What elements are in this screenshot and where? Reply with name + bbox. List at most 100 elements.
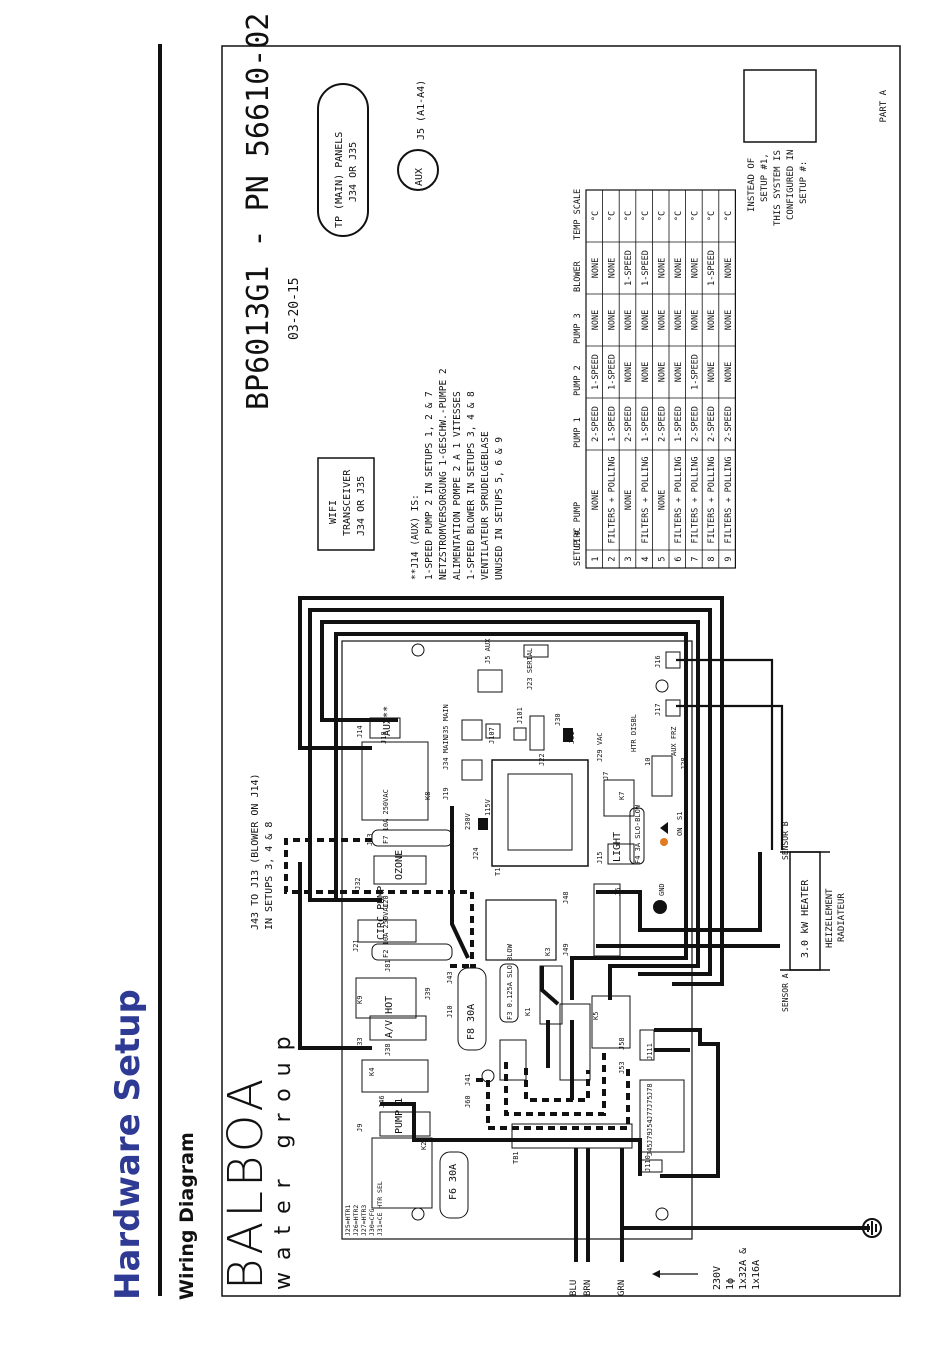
table-header: SETUP # <box>573 529 583 566</box>
control-board <box>341 640 693 1240</box>
board-label-j38: J38 <box>384 1043 392 1056</box>
table-cell: NONE <box>674 362 684 382</box>
heater-sub2: RADIATEUR <box>837 893 847 942</box>
arrow-icon <box>652 1270 660 1278</box>
board-label-j10: J10 <box>446 1005 454 1018</box>
note-line: SETUP #1, <box>760 153 770 202</box>
board-label-j49: J49 <box>562 943 570 956</box>
table-cell: °C <box>674 211 684 221</box>
board-label-j79: J79 <box>646 1131 654 1144</box>
table-cell: 8 <box>707 556 717 561</box>
table-cell: FILTERS + POLLING <box>641 457 651 544</box>
wire-label-blu: BLU <box>569 1280 579 1296</box>
wire <box>308 608 712 976</box>
wire-label-grn: GRN <box>617 1280 627 1296</box>
transformer-t1 <box>491 759 589 867</box>
board-label-j111: J111 <box>646 1043 654 1060</box>
note-line: **J14 (AUX) IS: <box>410 494 421 580</box>
power-spec: 230V 1ϕ 1x32A & 1x16A <box>712 1248 762 1290</box>
board-label-f8: F8 30A <box>466 1004 477 1040</box>
board-label-f6: F6 30A <box>448 1164 459 1200</box>
tp-panel-box <box>317 83 369 237</box>
board-label-j20: J20 <box>382 895 390 908</box>
table-cell: NONE <box>591 310 601 330</box>
table-cell: NONE <box>641 310 651 330</box>
wire-harness <box>298 596 870 1262</box>
board-label-v115: 115V <box>484 798 492 816</box>
table-cell: 1-SPEED <box>641 406 651 442</box>
wire-sensor-b <box>676 704 784 850</box>
board-label-j43: J43 <box>446 971 454 984</box>
board-label-on: ON <box>676 828 684 836</box>
table-cell: NONE <box>691 310 701 330</box>
connector-light <box>607 843 635 865</box>
board-label-j77: J77 <box>646 1107 654 1120</box>
board-label-k1: K1 <box>524 1008 532 1016</box>
connector-bank-k5 <box>559 1003 591 1081</box>
table-cell: FILTERS + POLLING <box>691 457 701 544</box>
sensor-wires <box>676 658 784 850</box>
mount-hole <box>655 1207 669 1221</box>
spec-line: 1x16A <box>751 1260 762 1290</box>
dashed-wire <box>504 1052 606 1116</box>
board-label-j34: J34 MAIN <box>442 736 450 770</box>
table-cell: NONE <box>674 310 684 330</box>
board-label-j60: J60 <box>464 1095 472 1108</box>
mount-hole <box>411 1207 425 1221</box>
connector-ozone <box>373 855 427 885</box>
board-label-j24: J24 <box>472 847 480 860</box>
heater-sub1: HEIZELEMENT <box>825 888 835 948</box>
board-label-j46: J46 <box>378 1095 386 1108</box>
wire <box>596 852 762 932</box>
setup-override-box <box>743 69 817 143</box>
relay-k9 <box>355 977 417 1019</box>
board-label-f7: F7 10A 250VAC <box>382 789 390 844</box>
connector-j111 <box>639 1029 655 1061</box>
brand-tagline: water group <box>271 1024 296 1290</box>
dashed-harness <box>284 838 630 1130</box>
table-cell: NONE <box>624 490 634 510</box>
wire <box>450 806 470 959</box>
table-header: BLOWER <box>573 260 583 292</box>
table-cell: 1-SPEED <box>591 354 601 390</box>
table-cell: NONE <box>707 362 717 382</box>
table-cell: 3 <box>624 556 634 561</box>
table-cell: NONE <box>591 490 601 510</box>
board-label-light: LIGHT <box>612 832 623 862</box>
note-line: 1-SPEED BLOWER IN SETUPS 3, 4 & 8 <box>466 391 477 580</box>
board-label-j18: J18 <box>380 731 388 744</box>
wire <box>654 1028 720 1178</box>
board-label-j81: J81 <box>384 959 392 972</box>
table-cell: 1-SPEED <box>707 250 717 286</box>
table-cell: NONE <box>724 310 734 330</box>
relay-k2 <box>371 1137 433 1209</box>
table-cell: °C <box>707 211 717 221</box>
table-cell: NONE <box>591 258 601 278</box>
connector-j17 <box>665 699 681 717</box>
table-cell: 2-SPEED <box>707 406 717 442</box>
wire <box>298 862 372 1050</box>
voltage-jumper <box>478 818 488 830</box>
table-cell: °C <box>691 211 701 221</box>
table-cell: NONE <box>624 362 634 382</box>
board-label-j33: J33 <box>356 1037 364 1050</box>
table-cell: FILTERS + POLLING <box>724 457 734 544</box>
board-label-k7: K7 <box>618 792 626 800</box>
j43-note-line1: J43 TO J13 (BLOWER ON J14) <box>250 773 261 930</box>
board-left-note: J31=CE HTR SEL <box>376 1181 384 1236</box>
title-rule <box>158 44 162 1296</box>
board-label-vsel: 230V <box>464 812 472 830</box>
board-label-f2: F2 10A 250VAC <box>382 903 390 958</box>
note-line: VENTILATEUR SPRUDELGEBLASE <box>480 431 491 580</box>
table-cell: °C <box>641 211 651 221</box>
table-cell: NONE <box>724 258 734 278</box>
board-label-s1: S1 <box>676 812 684 820</box>
j14-notes: **J14 (AUX) IS: 1-SPEED PUMP 2 IN SETUPS… <box>410 368 505 580</box>
wire-sensor-b <box>676 658 774 850</box>
board-label-k2: K2 <box>420 1142 428 1150</box>
board-label-k5: K5 <box>592 1012 600 1020</box>
board-label-pump1: PUMP 1 <box>394 1098 405 1134</box>
table-cell: °C <box>657 211 667 221</box>
dip-switch-s1 <box>651 755 673 797</box>
